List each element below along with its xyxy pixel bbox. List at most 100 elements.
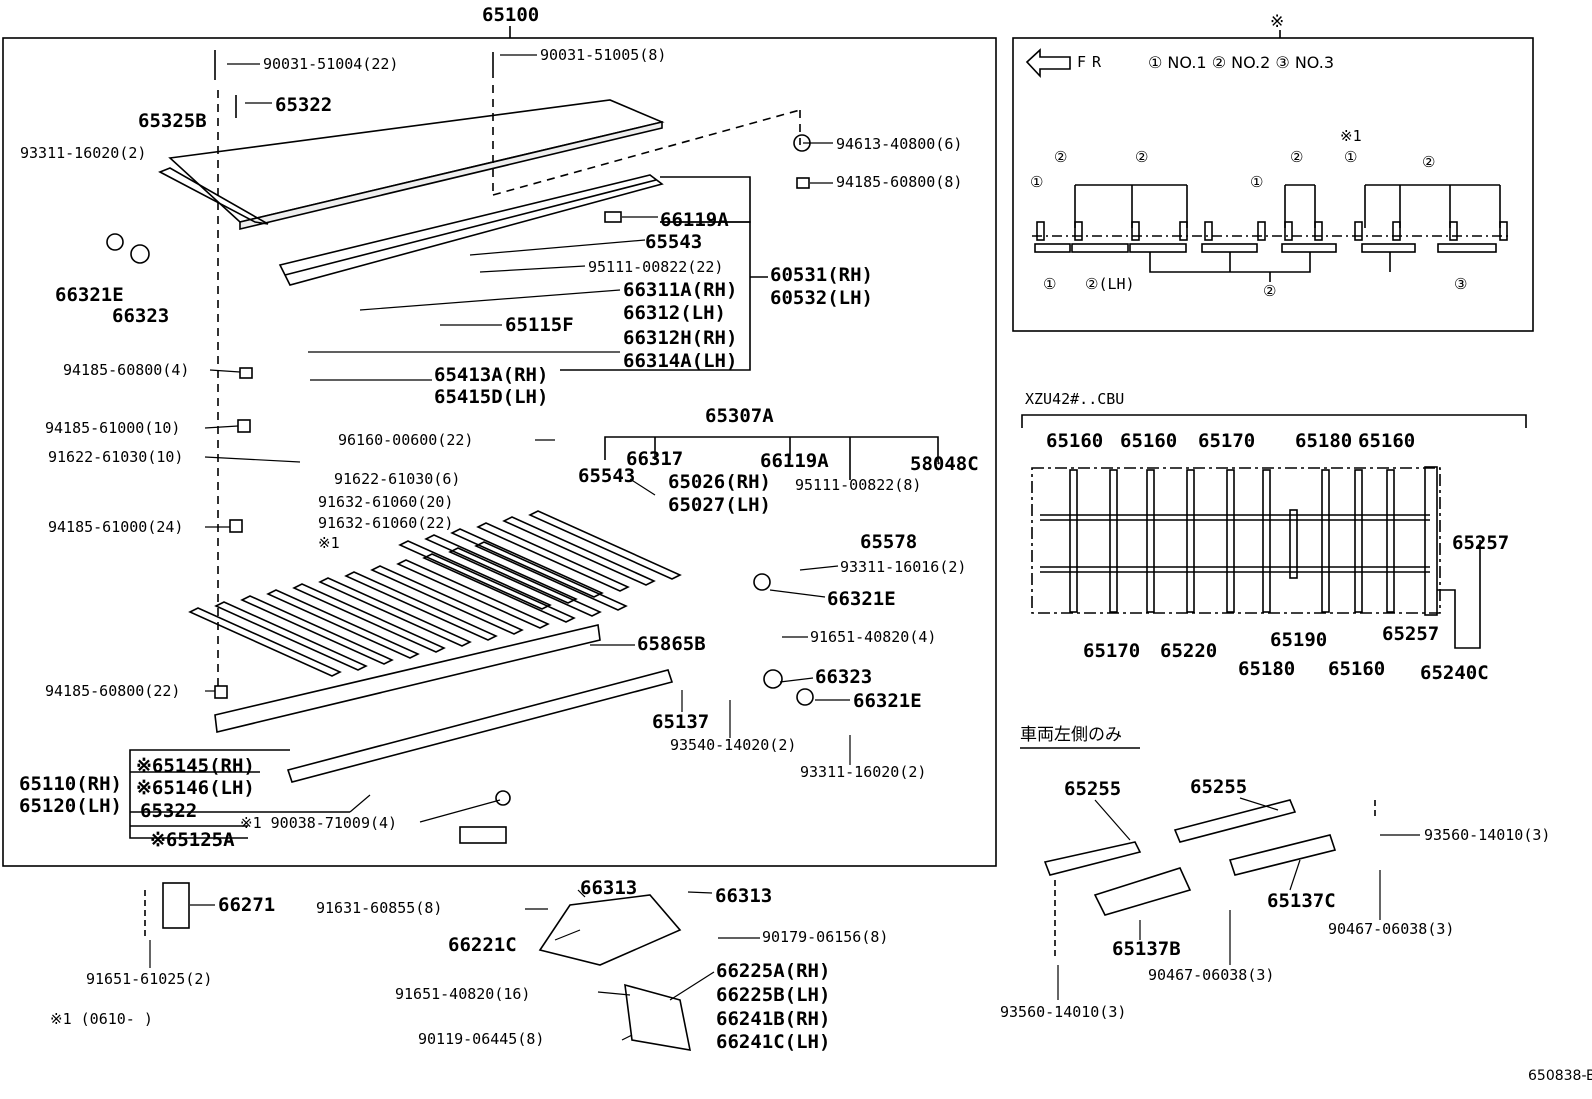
part-label-p65110: 65110(RH) (19, 773, 122, 795)
part-label-p65543a: 65543 (645, 231, 703, 253)
stake-post (1314, 221, 1323, 241)
inset-legend: ① NO.1 ② NO.2 ③ NO.3 (1148, 53, 1334, 72)
part-label-p66317: 66317 (626, 448, 684, 470)
leader-line (799, 565, 839, 571)
part-label-p91632_20: 91632-61060(20) (318, 493, 454, 511)
stake-post (1499, 221, 1508, 241)
part-label-p94613: 94613-40800(6) (836, 135, 963, 153)
leader-line (204, 456, 301, 463)
part-label-p66323a: 66323 (112, 305, 170, 327)
part-label-m65180b: 65180 (1238, 658, 1296, 680)
crossmember (396, 559, 550, 629)
part-label-p65137: 65137 (652, 711, 710, 733)
crossmember (474, 541, 628, 611)
part-label-m65170a: 65170 (1198, 430, 1256, 452)
crossmember (424, 534, 578, 604)
part-label-b90467a: 90467-06038(3) (1148, 966, 1275, 984)
leader-line (209, 369, 241, 373)
floor-crossbar (1386, 469, 1395, 613)
part-label-p65325B: 65325B (138, 110, 207, 132)
part-label-p90179: 90179-06156(8) (762, 928, 889, 946)
part-label-m65160b: 65160 (1120, 430, 1178, 452)
part-label-p66225B: 66225B(LH) (716, 984, 831, 1006)
part-label-i_b1: ① (1043, 275, 1057, 293)
leader-line (669, 971, 715, 1001)
part-label-i_c2d: ② (1422, 153, 1436, 171)
part-label-p65413A: 65413A(RH) (434, 364, 549, 386)
part-label-p65146: ※65146(LH) (136, 777, 255, 799)
model-label: XZU42#..CBU (1025, 390, 1125, 408)
part-label-p65578: 65578 (860, 531, 918, 553)
stake-post (1354, 221, 1363, 241)
floor-crossbar (1321, 469, 1330, 613)
part-label-p93311_16020a: 93311-16020(2) (20, 144, 147, 162)
part-label-p91622_6: 91622-61030(6) (334, 470, 461, 488)
main-title: 65100 (482, 4, 540, 26)
part-label-b93560a: 93560-14010(3) (1424, 826, 1551, 844)
crossmember (448, 547, 602, 617)
part-label-p90119: 90119-06445(8) (418, 1030, 545, 1048)
part-label-m65180a: 65180 (1295, 430, 1353, 452)
part-label-p65125A: ※65125A (150, 829, 235, 851)
crossmember (398, 540, 552, 610)
part-label-m65190: 65190 (1270, 629, 1328, 651)
floor-crossbar (1069, 469, 1078, 613)
crossmember (422, 553, 576, 623)
part-label-i_b3: ③ (1454, 275, 1468, 293)
leader-line (1289, 859, 1301, 891)
stake-post (1074, 221, 1083, 241)
stake-post (1204, 221, 1213, 241)
part-label-p66313a: 66313 (580, 877, 638, 899)
part-label-p66321E_c: 66321E (853, 690, 922, 712)
part-label-p60532: 60532(LH) (770, 287, 873, 309)
part-label-p66221C: 66221C (448, 934, 517, 956)
crossmember (214, 601, 368, 671)
leader-line (577, 889, 586, 898)
stake-post (1036, 221, 1045, 241)
part-label-p66323b: 66323 (815, 666, 873, 688)
part-label-i_b2lh: ②(LH) (1085, 275, 1135, 293)
part-label-p94185_22: 94185-60800(22) (45, 682, 181, 700)
part-label-i_c1a: ① (1030, 173, 1044, 191)
part-label-p66271: 66271 (218, 894, 276, 916)
part-label-p94185_4: 94185-60800(4) (63, 361, 190, 379)
part-label-p65120: 65120(LH) (19, 795, 122, 817)
leader-line (621, 1034, 633, 1041)
part-label-p60531: 60531(RH) (770, 264, 873, 286)
part-label-p65322b: 65322 (140, 800, 198, 822)
stake-post (1449, 221, 1458, 241)
part-label-p65145: ※65145(RH) (136, 755, 255, 777)
part-label-p65865B: 65865B (637, 633, 706, 655)
floor-crossbar (1226, 469, 1235, 613)
part-label-p94185_61000_10: 94185-61000(10) (45, 419, 181, 437)
leader-line (419, 799, 501, 823)
part-label-b65255b: 65255 (1190, 776, 1248, 798)
part-label-p95111_22: 95111-00822(22) (588, 258, 724, 276)
part-label-p95111_8: 95111-00822(8) (795, 476, 922, 494)
stake-post (1131, 221, 1140, 241)
crossmember (240, 595, 394, 665)
part-label-p65543b: 65543 (578, 465, 636, 487)
part-label-p93311_16020b: 93311-16020(2) (800, 763, 927, 781)
part-label-p66314A: 66314A(LH) (623, 350, 738, 372)
part-label-p90038: ※1 90038-71009(4) (240, 814, 398, 832)
part-label-i_c2b: ② (1135, 148, 1149, 166)
part-label-p94185_8: 94185-60800(8) (836, 173, 963, 191)
part-label-p_star1_note: ※1 (0610- ) (50, 1010, 153, 1028)
part-label-p66119A_a: 66119A (660, 209, 729, 231)
part-label-m65257b: 65257 (1382, 623, 1440, 645)
part-label-p91632_22: 91632-61060(22) (318, 514, 454, 532)
leader-line (359, 289, 621, 311)
crossmember (528, 510, 682, 580)
crossmember (344, 571, 498, 641)
part-label-m65257a: 65257 (1452, 532, 1510, 554)
inset-fr-label: FR (1077, 53, 1108, 71)
crossmember (370, 565, 524, 635)
crossmember (502, 516, 656, 586)
part-label-m65160c: 65160 (1358, 430, 1416, 452)
leader-line (204, 425, 239, 429)
part-label-p91651_4: 91651-40820(4) (810, 628, 937, 646)
part-label-b65137B: 65137B (1112, 938, 1181, 960)
part-label-p65415D: 65415D(LH) (434, 386, 549, 408)
part-label-i_c1b: ① (1344, 148, 1358, 166)
